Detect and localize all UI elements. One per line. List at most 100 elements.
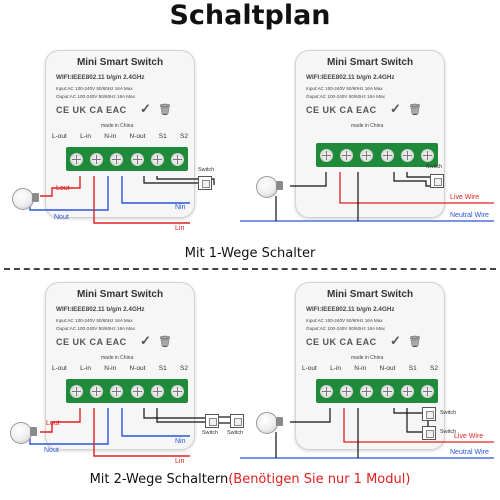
module-title: Mini Smart Switch: [76, 57, 164, 68]
screw-icon: [69, 384, 83, 398]
wall-switch-icon: [430, 174, 444, 188]
lin-wire: [93, 408, 190, 457]
nout-wire: [29, 408, 109, 445]
module-input-spec: Input:AC 100-240V 50/60Hz 16A Max: [306, 318, 383, 323]
wall-switch-icon: [422, 407, 436, 421]
nin-wire: [121, 408, 190, 437]
terminal-block: [66, 147, 188, 171]
weee-bin-icon: 🗑: [158, 104, 172, 116]
screw-icon: [380, 384, 394, 398]
screw-icon: [421, 148, 435, 162]
made-in-label: made in China: [351, 123, 384, 129]
terminal-label: L-out: [302, 365, 317, 372]
neutral-wire-label: Neutral Wire: [450, 449, 489, 456]
smart-switch-module: Mini Smart Switch WIFI:IEEE802.11 b/g/n …: [295, 50, 445, 218]
nin-wire: [121, 176, 190, 204]
screw-icon: [130, 384, 144, 398]
terminal-labels: L-out L-in N-in N-out S1 S2: [52, 365, 188, 372]
made-in-label: made in China: [101, 123, 134, 129]
module-output-spec: Ouput:AC 100-240V 50/60Hz 16A Max: [56, 326, 135, 331]
s2-wire: [406, 172, 433, 180]
lout-label: Lout: [46, 420, 60, 427]
live-wire-label: Live Wire: [450, 194, 480, 201]
switch-label: Switch: [440, 429, 457, 435]
terminal-label: L-out: [52, 365, 67, 372]
nin-label: Nin: [175, 438, 186, 445]
made-in-label: made in China: [101, 355, 134, 361]
light-bulb-icon: [256, 412, 278, 434]
module-input-spec: Input:AC 100-240V 50/60Hz 16A Max: [56, 318, 133, 323]
terminal-label: L-in: [80, 133, 91, 140]
screw-icon: [150, 152, 164, 166]
screw-icon: [360, 148, 374, 162]
lout-wire: [290, 172, 327, 187]
check-mark-icon: ✓: [390, 101, 401, 116]
screw-icon: [339, 148, 353, 162]
module-input-spec: Input:AC 100-240V 50/60Hz 16A Max: [56, 86, 133, 91]
screw-icon: [319, 148, 333, 162]
page-title: Schaltplan: [169, 0, 331, 31]
terminal-label: S1: [408, 365, 417, 372]
light-bulb-icon: [12, 188, 34, 210]
lout-wire: [40, 176, 81, 197]
lin-label: Lin: [175, 225, 185, 232]
terminal-label: L-in: [80, 365, 91, 372]
terminal-labels: L-out L-in N-in N-out S1 S2: [52, 133, 188, 140]
check-mark-icon: ✓: [140, 101, 151, 116]
live-wire: [339, 172, 494, 204]
caption-two-way-main: Mit 2-Wege Schaltern: [89, 472, 229, 487]
diagram-one-way-left: Mini Smart Switch WIFI:IEEE802.11 b/g/n …: [0, 40, 250, 250]
lout-wire: [40, 408, 81, 433]
module-output-spec: Ouput:AC 100-240V 50/60Hz 16A Max: [306, 94, 385, 99]
bulb-socket: [30, 427, 37, 436]
terminal-label: N-in: [104, 133, 117, 140]
module-wifi-spec: WIFI:IEEE802.11 b/g/n 2.4GHz: [306, 74, 395, 81]
neutral-wire-label: Neutral Wire: [450, 212, 489, 219]
terminal-label: N-out: [379, 365, 396, 372]
switch-label: Switch: [202, 430, 219, 436]
bulb-socket: [276, 417, 283, 426]
terminal-block: [316, 379, 438, 403]
light-bulb-icon: [10, 422, 32, 444]
screw-icon: [421, 384, 435, 398]
terminal-label: N-out: [129, 133, 146, 140]
terminal-block: [316, 143, 438, 167]
s1-wire: [393, 408, 422, 414]
screw-icon: [171, 152, 185, 166]
wiring: [240, 172, 494, 222]
wall-switch-icon: [198, 176, 212, 190]
module-wifi-spec: WIFI:IEEE802.11 b/g/n 2.4GHz: [56, 306, 145, 313]
terminal-label: S2: [180, 365, 188, 372]
module-wifi-spec: WIFI:IEEE802.11 b/g/n 2.4GHz: [56, 74, 145, 81]
screw-icon: [360, 384, 374, 398]
wall-switch-icon: [422, 426, 436, 440]
screw-icon: [400, 148, 414, 162]
dashed-divider: [4, 268, 496, 270]
smart-switch-module: Mini Smart Switch WIFI:IEEE802.11 b/g/n …: [45, 50, 195, 218]
nin-label: Nin: [175, 204, 186, 211]
weee-bin-icon: 🗑: [408, 336, 422, 348]
wall-switch-icon: [230, 414, 244, 428]
screw-icon: [89, 152, 103, 166]
terminal-label: L-in: [330, 365, 341, 372]
s2-wire: [156, 176, 215, 185]
module-output-spec: Ouput:AC 100-240V 50/60Hz 16A Max: [56, 94, 135, 99]
live-wire: [343, 408, 494, 443]
switch-label: Switch: [227, 430, 244, 436]
module-output-spec: Ouput:AC 100-240V 50/60Hz 16A Max: [306, 326, 385, 331]
caption-two-way-note: (Benötigen Sie nur 1 Modul): [228, 472, 411, 487]
terminal-label: N-in: [354, 365, 367, 372]
terminal-label: S1: [158, 365, 167, 372]
light-bulb-icon: [256, 176, 278, 198]
terminal-block: [66, 379, 188, 403]
screw-icon: [150, 384, 164, 398]
screw-icon: [130, 152, 144, 166]
nout-label: Nout: [54, 214, 69, 221]
diagram-two-way-right: Mini Smart Switch WIFI:IEEE802.11 b/g/n …: [240, 272, 500, 482]
screw-icon: [171, 384, 185, 398]
screw-icon: [380, 148, 394, 162]
check-mark-icon: ✓: [390, 333, 401, 348]
lin-label: Lin: [175, 458, 185, 465]
made-in-label: made in China: [351, 355, 384, 361]
screw-icon: [319, 384, 333, 398]
